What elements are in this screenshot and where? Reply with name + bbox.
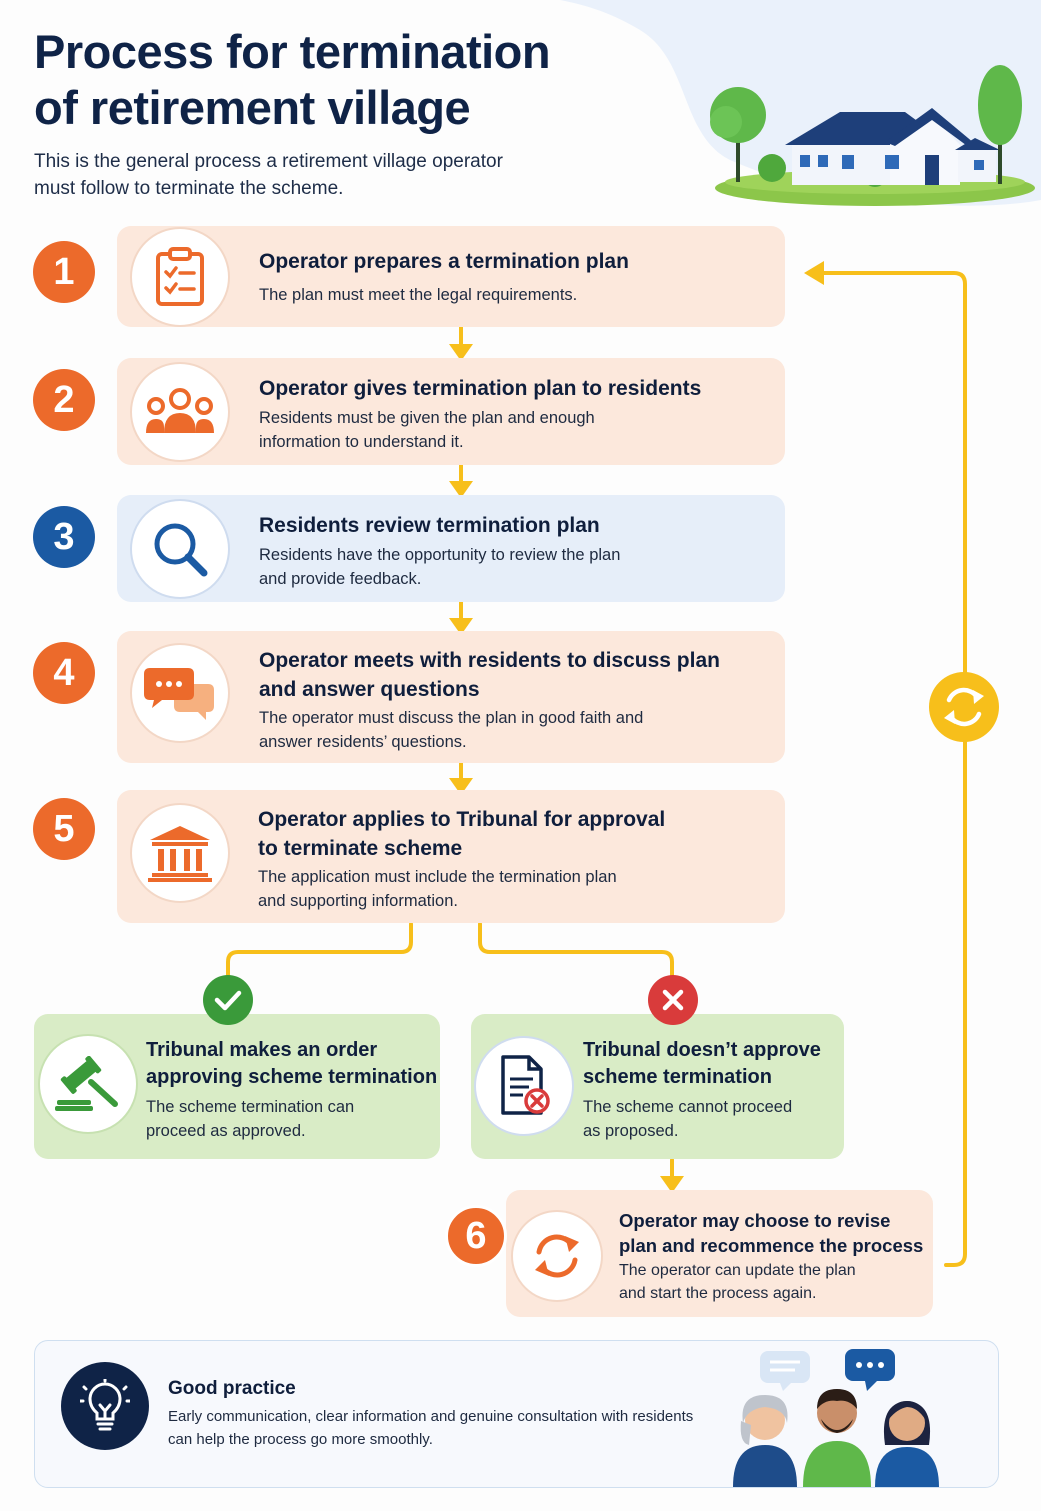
approved-outcome-title: Tribunal makes an order approving scheme…	[146, 1039, 438, 1088]
step-2-title: Operator gives termination plan to resid…	[259, 377, 702, 400]
good-practice-text: Early communication, clear information a…	[168, 1408, 694, 1448]
step-3-title: Residents review termination plan	[259, 514, 600, 537]
checkmark-icon	[203, 975, 253, 1025]
rejected-document-icon	[474, 1036, 574, 1136]
residents-illustration	[733, 1349, 939, 1487]
refresh-arrows-icon	[511, 1210, 603, 1302]
step-6-title: Operator may choose to revise plan and r…	[619, 1210, 924, 1256]
loop-back-icon	[929, 672, 999, 742]
step-4-text: The operator must discuss the plan in go…	[259, 709, 644, 751]
rejected-outcome-title: Tribunal doesn’t approve scheme terminat…	[583, 1039, 821, 1088]
courthouse-icon	[130, 803, 230, 903]
step-6-number: 6	[445, 1205, 507, 1267]
rejected-outcome-text: The scheme cannot proceed as proposed.	[583, 1098, 793, 1140]
lightbulb-icon	[61, 1362, 149, 1450]
cross-icon	[648, 975, 698, 1025]
step-5-text: The application must include the termina…	[258, 868, 617, 910]
step-3-text: Residents have the opportunity to review…	[259, 546, 621, 588]
magnifier-icon	[130, 499, 230, 599]
step-2-text: Residents must be given the plan and eno…	[259, 409, 595, 451]
page-subtitle: This is the general process a retirement…	[34, 151, 503, 199]
step-4-number: 4	[33, 642, 95, 704]
step-4-title: Operator meets with residents to discuss…	[259, 649, 720, 701]
step-1-number: 1	[33, 241, 95, 303]
step-1-title: Operator prepares a termination plan	[259, 250, 629, 273]
chat-bubbles-icon	[130, 643, 230, 743]
step-1-text: The plan must meet the legal requirement…	[259, 286, 578, 304]
clipboard-checklist-icon	[130, 227, 230, 327]
step-5-title: Operator applies to Tribunal for approva…	[258, 808, 666, 860]
page-title: Process for termination of retirement vi…	[34, 25, 551, 134]
good-practice-title: Good practice	[168, 1378, 296, 1399]
village-illustration	[710, 65, 1035, 206]
step-2-number: 2	[33, 369, 95, 431]
gavel-icon	[38, 1034, 138, 1134]
step-3-number: 3	[33, 506, 95, 568]
approved-outcome-text: The scheme termination can proceed as ap…	[146, 1098, 355, 1140]
residents-group-icon	[130, 362, 230, 462]
step-5-number: 5	[33, 798, 95, 860]
step-6-text: The operator can update the plan and sta…	[619, 1262, 856, 1302]
